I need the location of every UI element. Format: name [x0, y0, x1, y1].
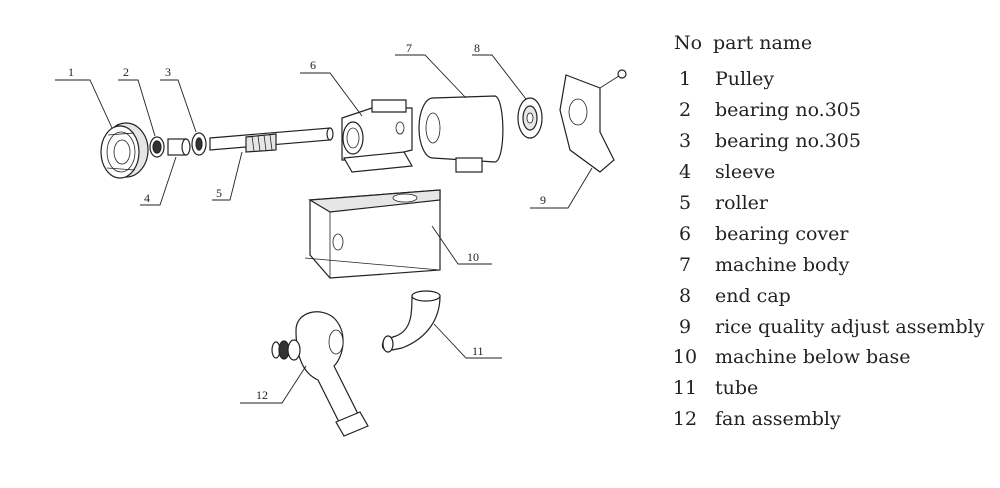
callout-11: 11 [472, 344, 484, 358]
leader-9 [530, 167, 593, 209]
legend-item-name: roller [715, 192, 769, 214]
legend-item-name: rice quality adjust assembly [715, 316, 985, 338]
callout-3: 3 [165, 65, 171, 79]
callout-7: 7 [406, 41, 412, 55]
fan-assembly-part [271, 311, 369, 437]
legend-item-no: 4 [678, 161, 692, 183]
legend-item-name: bearing cover [715, 223, 849, 245]
leader-8 [472, 54, 527, 100]
legend-item-name: machine below base [715, 346, 911, 368]
callout-10: 10 [467, 250, 479, 264]
end-cap-part [517, 97, 543, 139]
bearing-cover-part [341, 99, 413, 173]
callout-9: 9 [540, 193, 546, 207]
callout-5: 5 [216, 186, 222, 200]
leader-7 [395, 54, 467, 99]
callout-8: 8 [474, 41, 480, 55]
tube-part [381, 290, 441, 353]
callout-12: 12 [256, 388, 268, 402]
leader-4 [140, 156, 177, 206]
legend-item-no: 2 [678, 99, 692, 121]
legend-item-no: 1 [678, 68, 692, 90]
machine-below-base-part [304, 189, 441, 279]
legend-item-no: 10 [672, 346, 698, 368]
legend-item-no: 8 [678, 285, 692, 307]
leader-12 [240, 365, 307, 404]
leader-5 [212, 151, 243, 201]
legend-item-no: 11 [672, 377, 698, 399]
legend-item-name: Pulley [715, 68, 775, 90]
leader-3 [160, 79, 197, 133]
legend-item-no: 5 [678, 192, 692, 214]
exploded-view-drawing [55, 54, 627, 437]
leader-11 [433, 323, 502, 359]
legend-item-no: 12 [672, 408, 698, 430]
legend-item-no: 6 [678, 223, 692, 245]
legend-item-name: fan assembly [715, 408, 841, 430]
pulley-part [100, 122, 149, 179]
callout-2: 2 [123, 65, 129, 79]
legend-header-no: No [674, 32, 703, 54]
leader-2 [118, 79, 156, 137]
leader-6 [300, 72, 363, 117]
leader-10 [431, 225, 492, 265]
callout-leaders [55, 54, 593, 404]
leader-1 [55, 79, 113, 129]
callout-1: 1 [68, 65, 74, 79]
legend-item-name: bearing no.305 [715, 130, 861, 152]
bearing-305-part-a [149, 136, 165, 158]
legend-item-name: tube [715, 377, 759, 399]
machine-body-part [418, 95, 504, 173]
rice-quality-adjust-assembly-part [559, 69, 627, 173]
legend-item-name: bearing no.305 [715, 99, 861, 121]
legend-item-name: machine body [715, 254, 850, 276]
legend-header-name: part name [713, 32, 813, 54]
legend-item-no: 3 [678, 130, 692, 152]
legend-item-name: sleeve [715, 161, 776, 183]
sleeve-part [167, 138, 191, 156]
callout-6: 6 [310, 58, 316, 72]
roller-part [209, 127, 334, 153]
legend-item-name: end cap [715, 285, 791, 307]
legend-item-no: 9 [678, 316, 692, 338]
callout-4: 4 [144, 191, 150, 205]
bearing-305-part-b [191, 132, 207, 156]
legend-item-no: 7 [678, 254, 692, 276]
